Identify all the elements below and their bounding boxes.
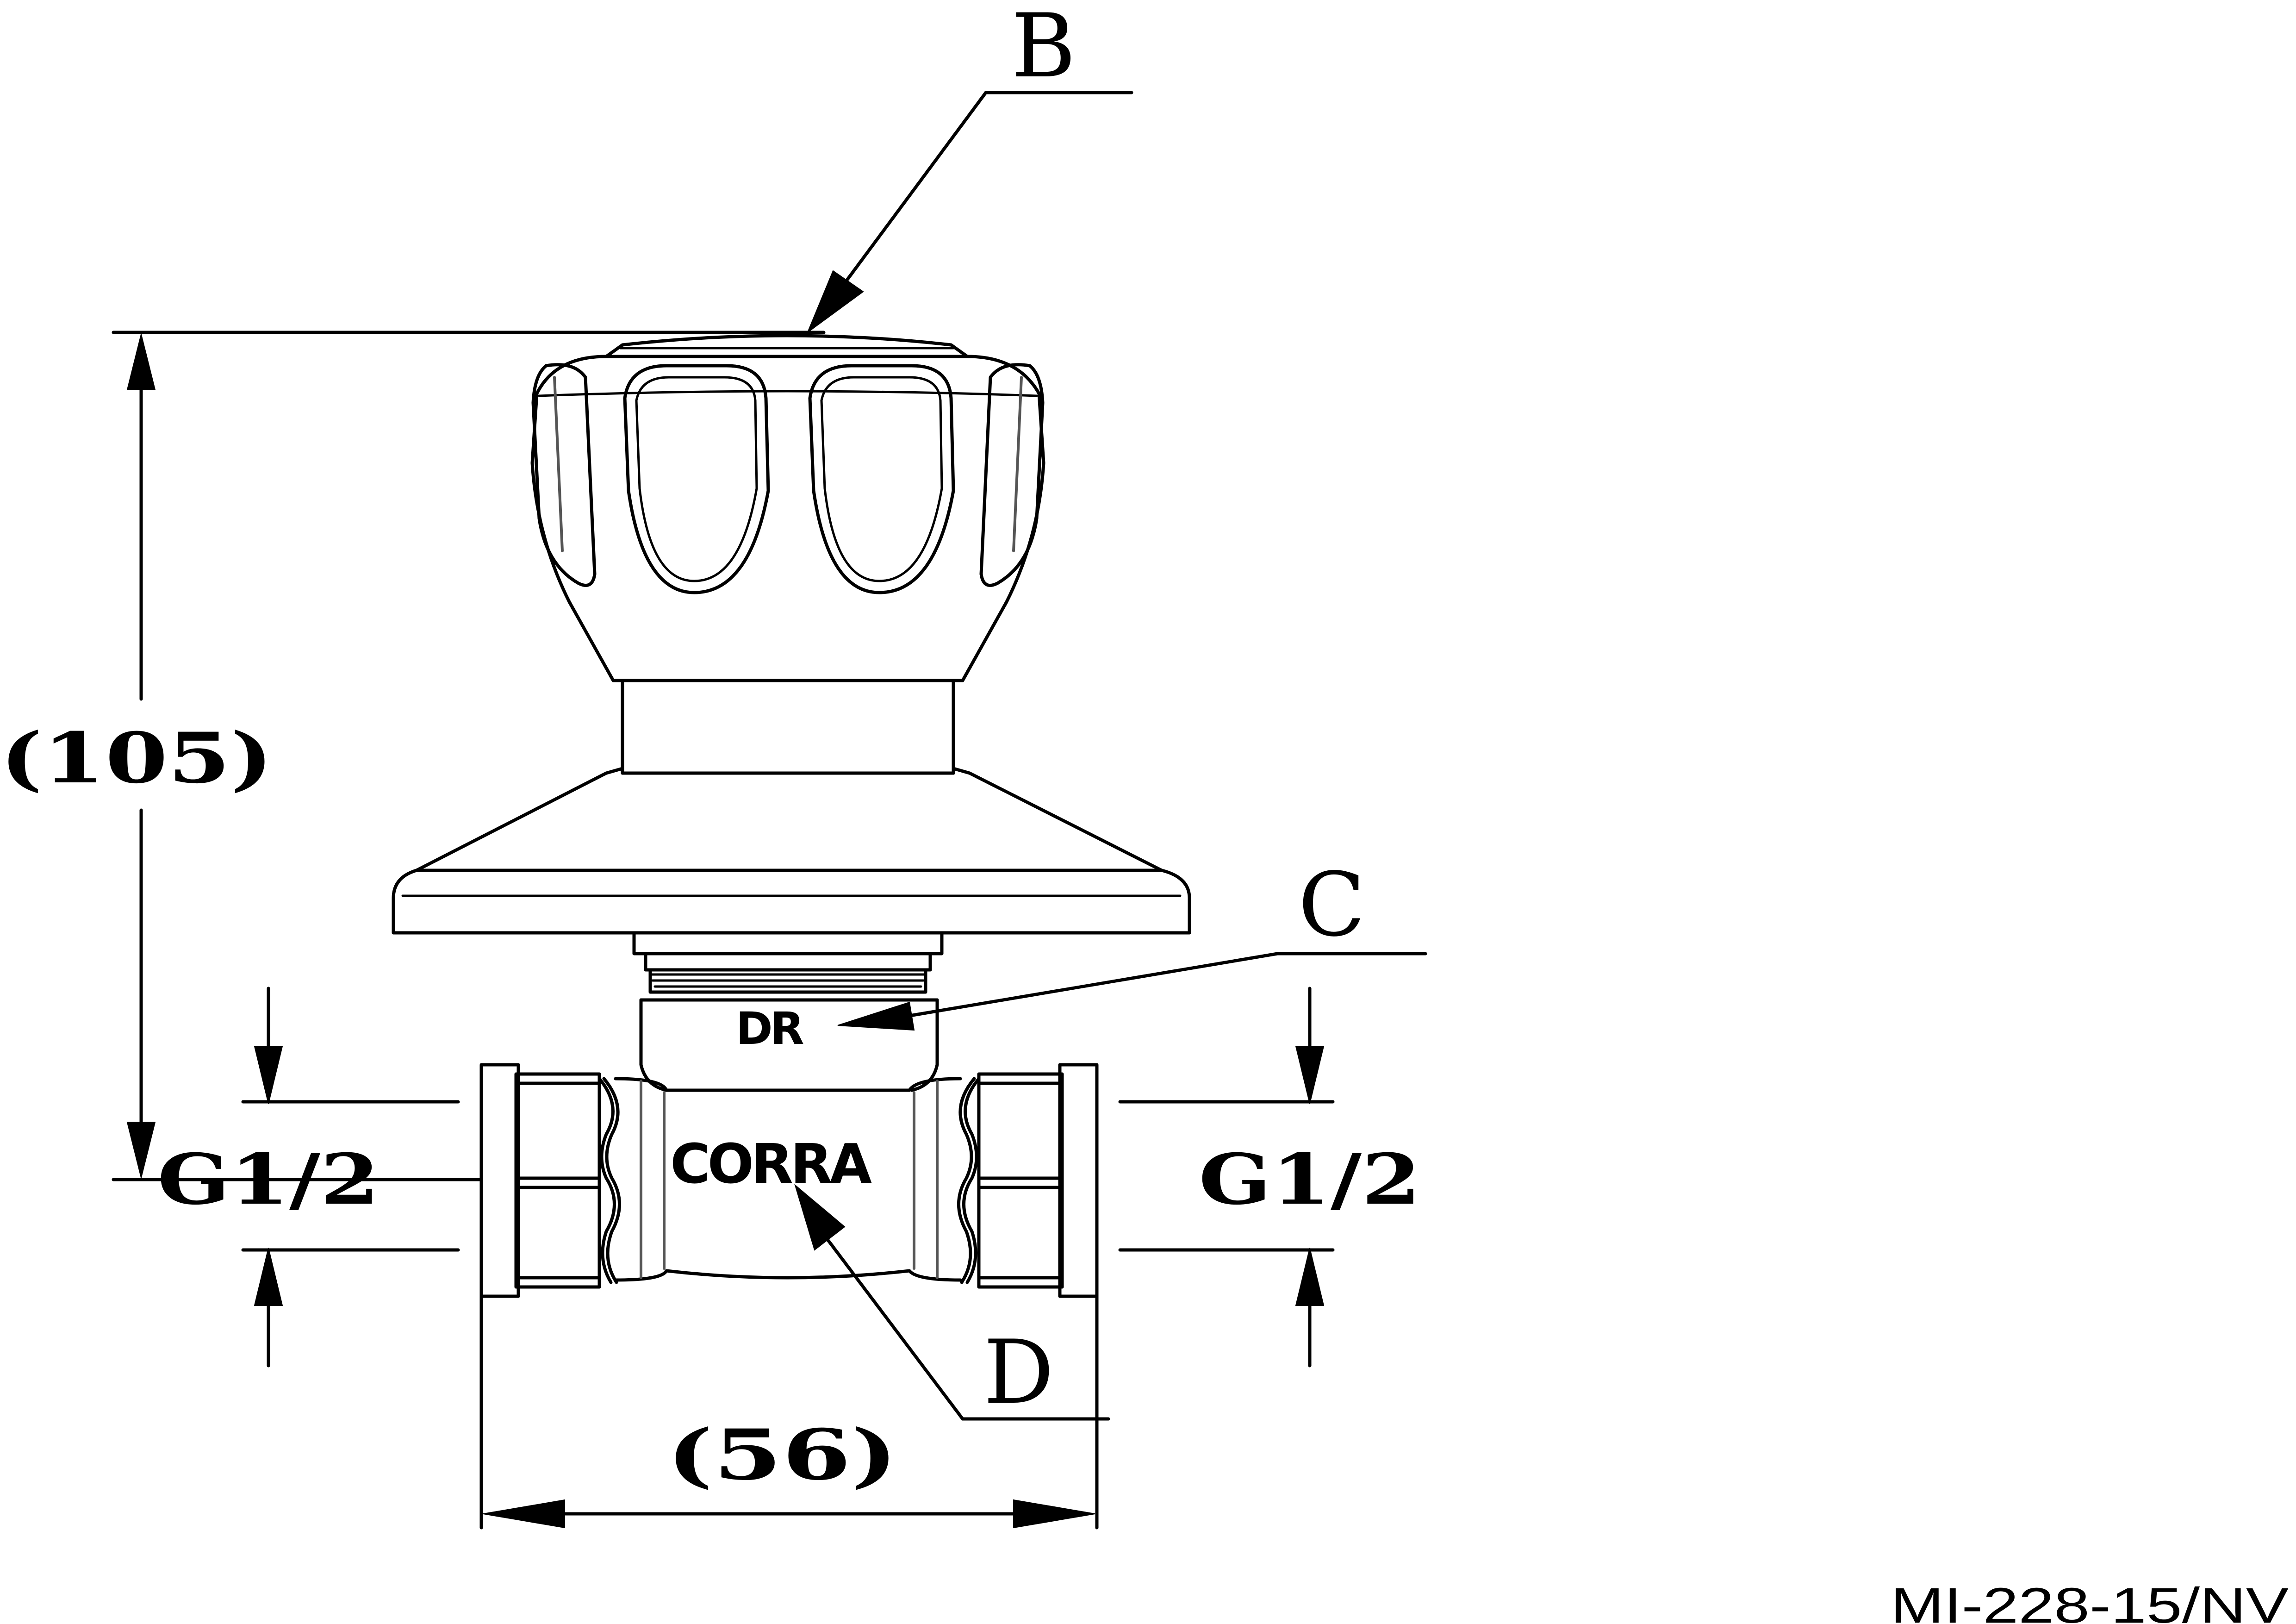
width-dimension: (56) xyxy=(479,1294,1099,1530)
callout-d: D xyxy=(794,1184,1110,1424)
height-label: (105) xyxy=(0,718,273,799)
callout-b: B xyxy=(806,0,1133,334)
callout-d-label: D xyxy=(983,1321,1054,1424)
height-arrow-top xyxy=(126,334,156,390)
drawing-number: MI-228-15/NV xyxy=(1891,1577,2289,1624)
thread-right-label: G1/2 xyxy=(1199,1139,1421,1220)
callout-c-label: C xyxy=(1298,854,1365,956)
thread-left-label: G1/2 xyxy=(157,1139,380,1220)
callout-d-arrowhead xyxy=(794,1184,846,1251)
bonnet-mark: DR xyxy=(736,1003,803,1055)
stem-collar xyxy=(621,679,955,775)
callout-b-label: B xyxy=(1011,0,1076,97)
handwheel xyxy=(530,334,1045,682)
left-port xyxy=(479,1063,621,1298)
thread-left-arrow-bottom xyxy=(254,1248,283,1306)
height-dimension: (105) xyxy=(0,331,826,1181)
callout-c: C xyxy=(837,854,1427,1031)
width-arrow-right xyxy=(1013,1499,1095,1529)
thread-right-arrow-bottom xyxy=(1295,1248,1325,1306)
thread-right-arrow-top xyxy=(1295,1046,1325,1104)
width-arrow-left xyxy=(483,1499,565,1529)
callout-b-arrowhead xyxy=(806,270,864,334)
thread-dimension-right: G1/2 xyxy=(1118,987,1421,1368)
callout-c-arrowhead xyxy=(837,1001,915,1031)
width-label: (56) xyxy=(666,1414,898,1496)
valve-body: CORRA xyxy=(614,1077,962,1282)
height-arrow-bottom xyxy=(126,1122,156,1178)
right-port xyxy=(957,1063,1099,1298)
body-brand: CORRA xyxy=(670,1132,872,1196)
escutcheon-plate xyxy=(392,767,1191,935)
thread-dimension-left: G1/2 xyxy=(157,987,460,1368)
thread-left-arrow-top xyxy=(254,1046,283,1104)
